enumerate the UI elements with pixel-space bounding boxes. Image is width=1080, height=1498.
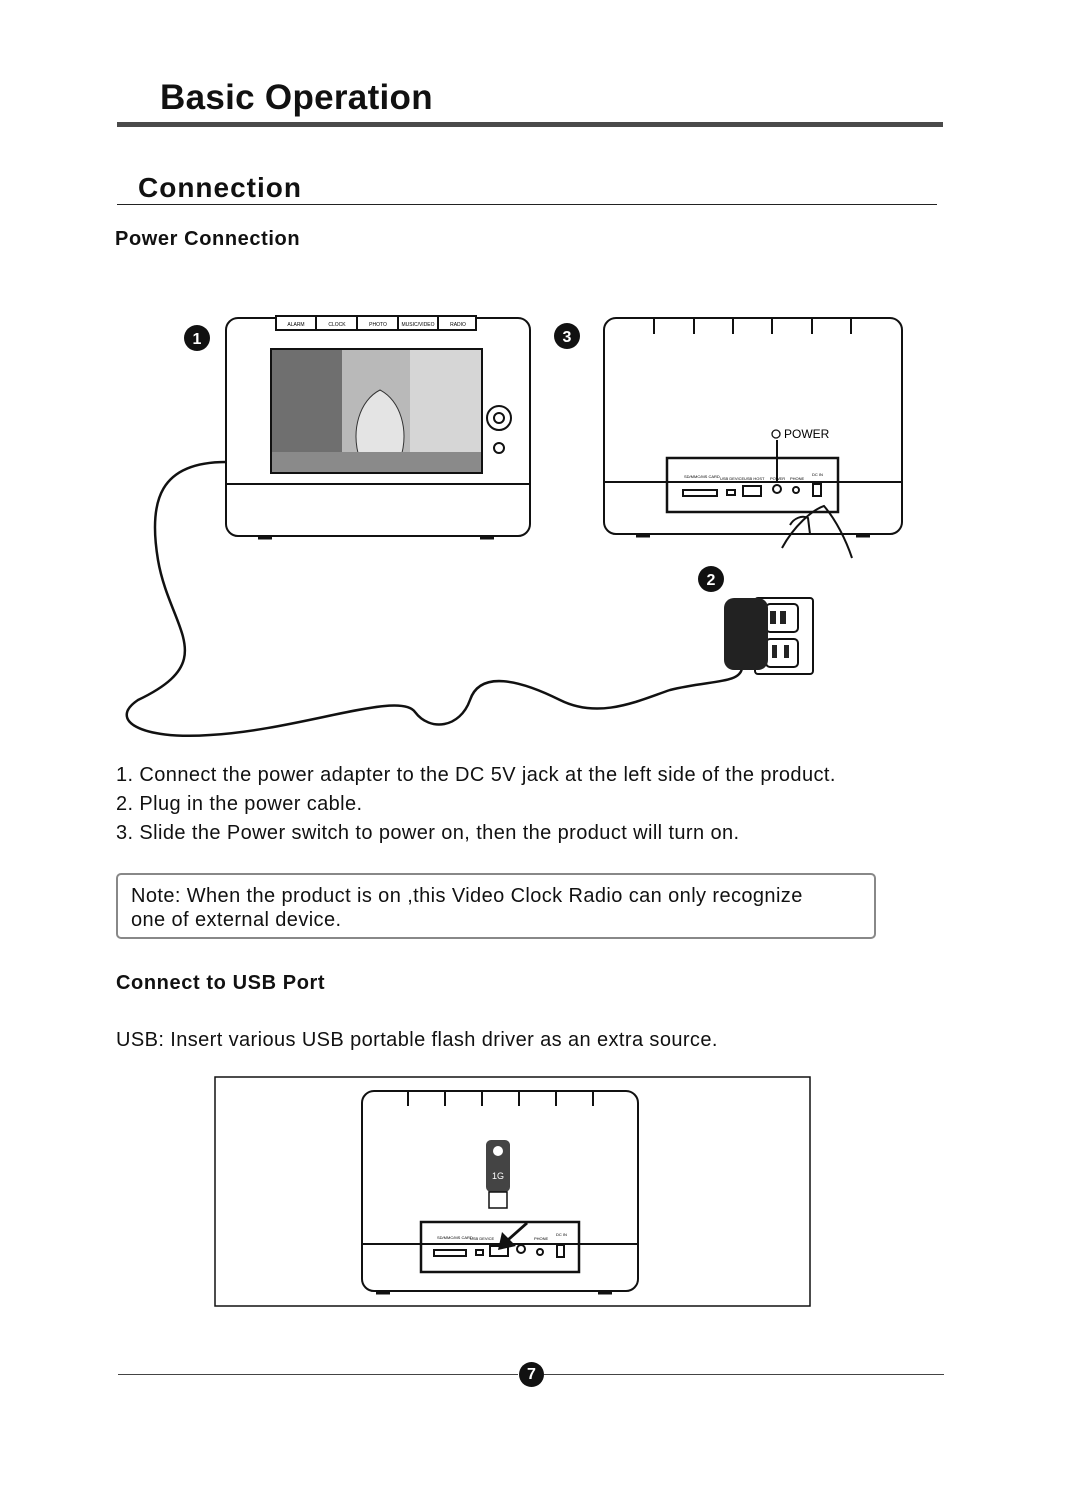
power-connection-figure: 1 2 3 ALARM CLOCK PHOTO MUSIC/VIDEO RADI… <box>125 315 903 737</box>
page-number: 7 <box>519 1362 544 1387</box>
usb-port-figure: 1G SD/MMC/MS CARD USB DEVICE PHONE DC IN <box>214 1076 811 1307</box>
power-connection-heading: Power Connection <box>115 228 301 250</box>
step-item: 1. Connect the power adapter to the DC 5… <box>116 764 836 786</box>
rear-label-card: SD/MMC/MS CARD <box>684 474 720 479</box>
steps-list: 1. Connect the power adapter to the DC 5… <box>116 761 836 848</box>
power-label: POWER <box>784 427 830 441</box>
rear-label-dc-in: DC IN <box>812 472 823 477</box>
insert-arrow-icon <box>498 1222 528 1250</box>
top-button-music-video: MUSIC/VIDEO <box>401 322 434 328</box>
title-rule <box>117 122 943 127</box>
section-title: Connection <box>138 172 302 203</box>
top-button-clock: CLOCK <box>328 322 346 328</box>
footer-rule <box>544 1374 944 1375</box>
usb-rear-label-dc-in: DC IN <box>556 1232 567 1237</box>
page-title: Basic Operation <box>160 78 433 117</box>
note-line-2: one of external device. <box>131 909 342 931</box>
usb-description: USB: Insert various USB portable flash d… <box>116 1029 718 1051</box>
flash-drive-label: 1G <box>492 1171 504 1181</box>
callout-2: 2 <box>707 572 716 589</box>
usb-port-heading: Connect to USB Port <box>116 972 326 994</box>
top-button-alarm: ALARM <box>287 322 304 328</box>
rear-label-power: POWER <box>770 476 785 481</box>
rear-label-phone: PHONE <box>790 476 805 481</box>
top-button-radio: RADIO <box>450 322 466 328</box>
top-button-photo: PHOTO <box>369 322 387 328</box>
usb-rear-label-usb-device: USB DEVICE <box>470 1236 495 1241</box>
note-line-1: Note: When the product is on ,this Video… <box>131 885 803 907</box>
power-icon <box>771 429 781 439</box>
section-rule <box>117 204 937 205</box>
footer-rule <box>118 1374 518 1375</box>
usb-rear-label-card: SD/MMC/MS CARD <box>437 1235 473 1240</box>
usb-rear-label-phone: PHONE <box>534 1236 549 1241</box>
callout-1: 1 <box>193 331 202 348</box>
callout-3: 3 <box>563 329 572 346</box>
note-box: Note: When the product is on ,this Video… <box>116 873 876 939</box>
rear-label-usb-device: USB DEVICE <box>720 476 745 481</box>
rear-label-usb-host: USB HOST <box>744 476 765 481</box>
step-item: 3. Slide the Power switch to power on, t… <box>116 822 740 844</box>
step-item: 2. Plug in the power cable. <box>116 793 363 815</box>
